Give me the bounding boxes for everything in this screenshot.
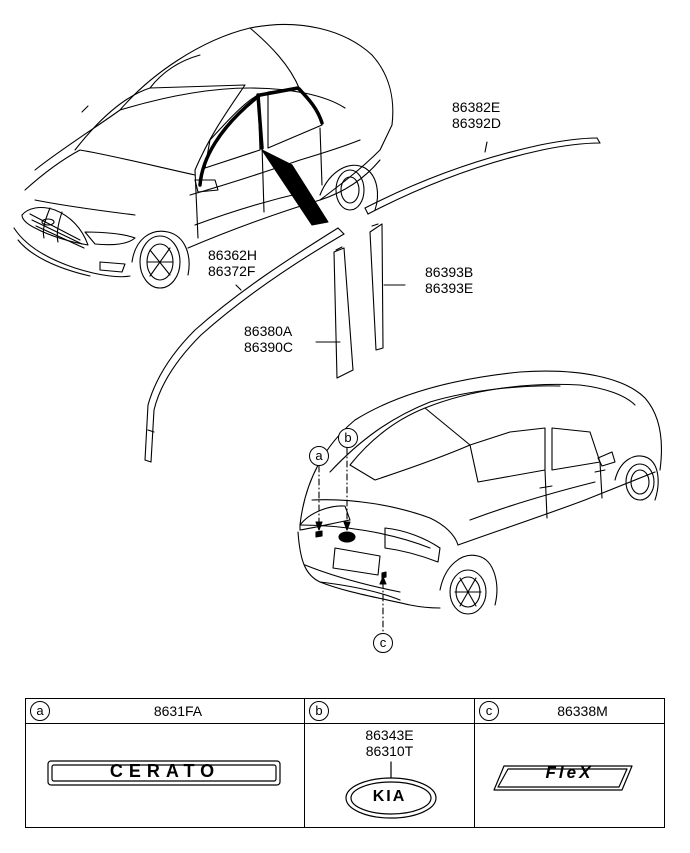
part-number: 86343E <box>365 727 414 743</box>
part-strip-pillar-rear <box>369 223 384 351</box>
table-cell-header: c 86338M <box>475 699 664 724</box>
part-numbers: 86343E 86310T <box>305 727 474 759</box>
front-car-illustration <box>13 23 394 289</box>
part-strip-long-arc <box>144 227 345 463</box>
marker-a: a <box>309 446 329 466</box>
callout-86393B: 86393B 86393E <box>425 264 473 296</box>
part-number: 8631FA <box>153 703 203 719</box>
callout-86362H: 86362H 86372F <box>208 247 257 279</box>
emblem-text-kia: KIA <box>372 788 407 805</box>
leader-line <box>484 141 488 153</box>
emblem-table: a 8631FA CERATO b 86343E 86310T KIA c 86… <box>25 698 665 828</box>
part-strip-pillar-front <box>333 246 354 379</box>
emblem-spot-a <box>315 530 323 538</box>
marker-c: c <box>373 633 393 653</box>
part-number: 86382E <box>452 99 501 115</box>
part-number: 86390C <box>244 339 294 355</box>
marker-b: b <box>338 428 358 448</box>
part-number: 86393E <box>425 280 474 296</box>
emblem-spot-b <box>338 531 356 543</box>
front-car-trim-highlight <box>198 86 324 187</box>
pointer-wedge <box>261 149 329 226</box>
part-number: 86380A <box>244 323 293 339</box>
rear-car-illustration <box>297 370 662 615</box>
leader-line <box>235 284 242 291</box>
callout-86382E: 86382E 86392D <box>452 99 501 131</box>
callout-86380A: 86380A 86390C <box>244 323 293 355</box>
part-number: 86362H <box>208 247 258 263</box>
emblem-text-cerato: CERATO <box>109 761 221 781</box>
part-number: 86372F <box>208 263 256 279</box>
emblem-flex <box>493 765 633 791</box>
table-cell-header: a 8631FA <box>26 699 304 724</box>
part-number: 86310T <box>365 743 414 759</box>
part-number: 86393B <box>425 264 474 280</box>
emblem-cerato <box>47 760 281 786</box>
marker-leaders <box>318 447 384 634</box>
part-number: 86338M <box>557 703 608 719</box>
marker-a: a <box>30 701 50 721</box>
marker-b: b <box>309 701 329 721</box>
table-cell-header: b <box>305 699 474 724</box>
emblem-kia <box>345 761 437 819</box>
table-cell-a: a 8631FA CERATO <box>26 699 305 827</box>
part-number: 86392D <box>452 115 502 131</box>
part-strip-upper-roof <box>364 137 601 215</box>
table-cell-b: b 86343E 86310T KIA <box>305 699 475 827</box>
table-cell-c: c 86338M FleX <box>475 699 664 827</box>
marker-c: c <box>479 701 499 721</box>
emblem-text-flex: FleX <box>545 763 594 782</box>
